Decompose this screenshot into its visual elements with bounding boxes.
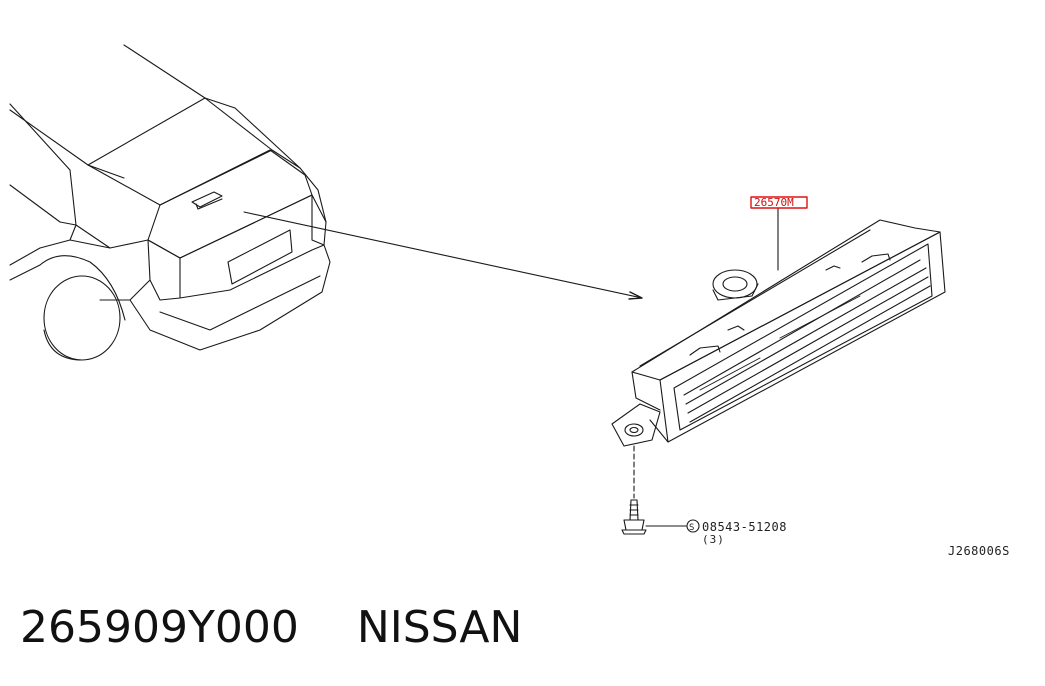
screw-icon: [621, 499, 647, 535]
part-footer: 265909Y000 NISSAN: [20, 598, 522, 658]
screw-part-number: 08543-51208: [702, 520, 787, 534]
standard-part-symbol: [686, 519, 700, 533]
brand-name: NISSAN: [356, 602, 523, 653]
part-callout-label: 26570M: [754, 196, 794, 209]
screw-quantity: (3): [702, 533, 725, 546]
drawing-code: J268006S: [948, 544, 1010, 558]
high-mount-stop-lamp: [611, 219, 946, 447]
part-number: 265909Y000: [20, 602, 299, 653]
standard-part-letter: S: [689, 523, 695, 533]
car-rear-illustration: [9, 44, 331, 361]
location-arrow: [243, 211, 643, 300]
parts-diagram: 26570M S 08543-51208 (3) J268006S: [9, 44, 1010, 558]
part-highlight-box: [750, 196, 808, 209]
